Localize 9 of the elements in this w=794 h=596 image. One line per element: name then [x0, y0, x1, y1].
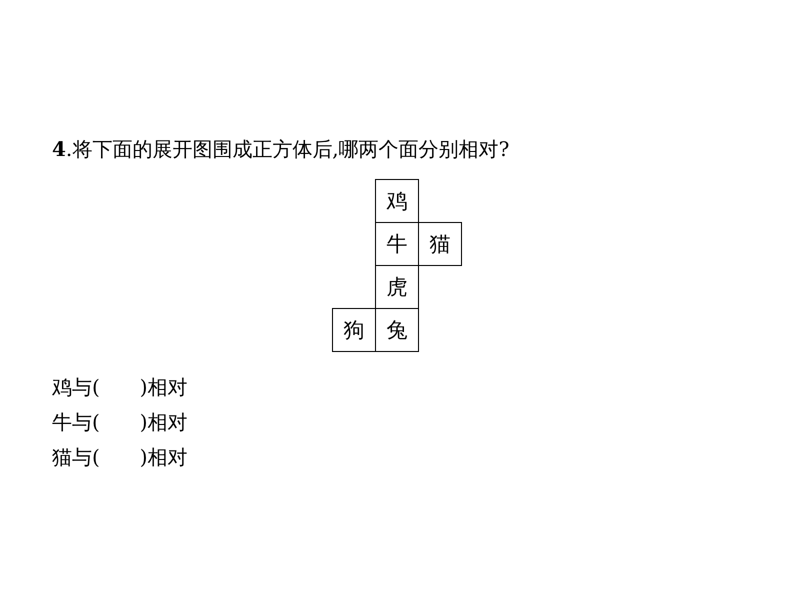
cube-face: 鸡 [375, 179, 419, 223]
cube-face: 猫 [418, 222, 462, 266]
answer-line: 牛与( )相对 [52, 409, 188, 436]
answer-line: 猫与( )相对 [52, 444, 188, 471]
cube-face: 虎 [375, 265, 419, 309]
cube-face: 狗 [332, 308, 376, 352]
cube-face: 兔 [375, 308, 419, 352]
question-text: 4.将下面的展开图围成正方体后,哪两个面分别相对? [52, 136, 510, 163]
answer-line: 鸡与( )相对 [52, 374, 188, 401]
